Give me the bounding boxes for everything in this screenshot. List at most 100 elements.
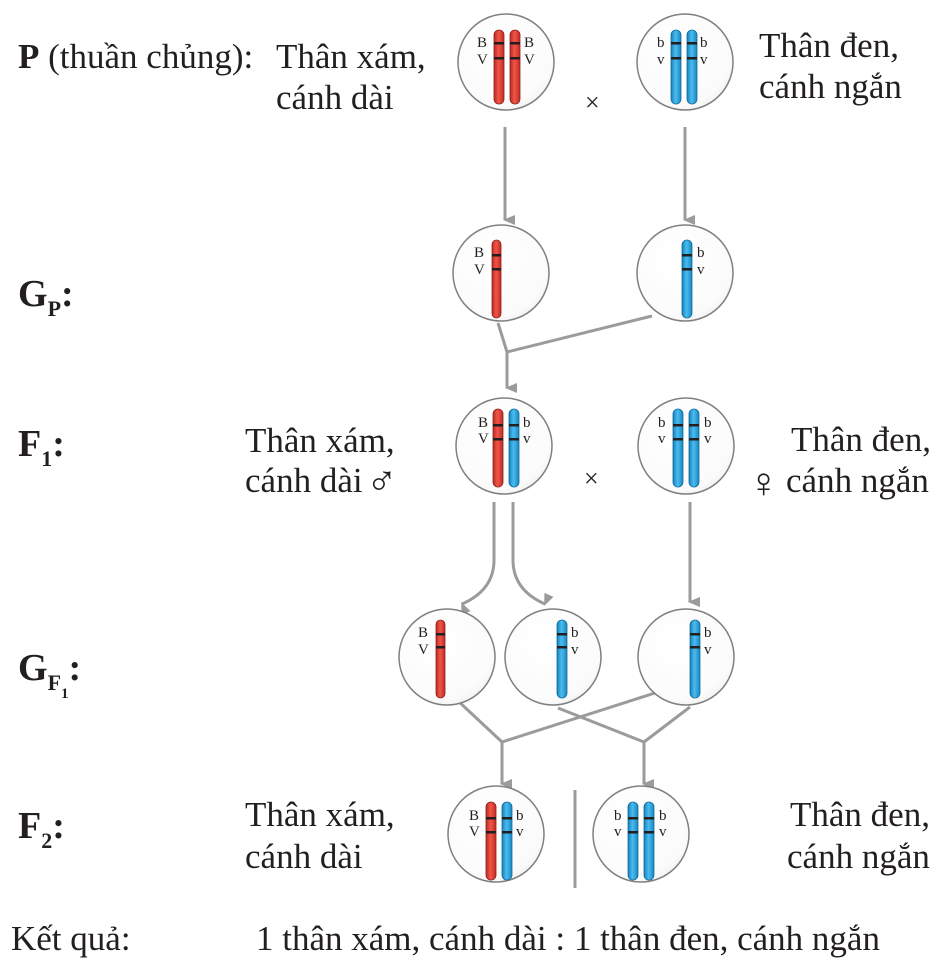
cell-circle <box>398 608 496 706</box>
chromosome-blue <box>681 239 693 319</box>
chromosome-red <box>493 29 505 105</box>
label-f2-colon: : <box>52 805 65 847</box>
cross-symbol-f1: × <box>584 464 599 493</box>
allele-V: V <box>418 642 429 658</box>
arrow-gf1-cross-a <box>455 698 504 744</box>
allele-v: v <box>516 824 524 840</box>
allele-V: V <box>524 52 535 68</box>
allele-V: V <box>469 824 480 840</box>
arrow-gf1-cross-c <box>557 706 645 744</box>
allele-v: v <box>704 642 712 658</box>
chromosome-blue <box>556 619 568 699</box>
f2-gray-long-line2: cánh dài <box>245 837 363 876</box>
label-f1-colon: : <box>52 423 65 465</box>
female-symbol-icon: ♀ <box>748 461 780 507</box>
allele-V: V <box>478 431 489 447</box>
allele-v: v <box>658 431 666 447</box>
allele-b: b <box>614 808 622 824</box>
cell-f2-homozygous-recessive: b v b v <box>592 785 690 883</box>
label-p: P (thuần chủng): <box>18 37 253 76</box>
allele-b: b <box>523 415 531 431</box>
allele-V: V <box>477 52 488 68</box>
cell-circle <box>455 397 553 495</box>
allele-b: b <box>700 35 708 51</box>
allele-v: v <box>659 824 667 840</box>
arrow-gp-right-join <box>506 314 653 354</box>
label-f1-main: F <box>18 423 41 465</box>
cell-f1-heterozygous-male: B V b v <box>455 397 553 495</box>
label-gf1-subsub: 1 <box>61 686 69 702</box>
arrow-f1-male-to-gamete-1 <box>461 502 496 616</box>
cell-p-homozygous-dominant: B V B V <box>457 13 555 111</box>
arrow-gp-left-join <box>496 322 509 353</box>
cell-gp-gamete-dominant: B V <box>452 224 550 322</box>
f2-black-vestigial-line2: cánh ngắn <box>787 837 930 876</box>
label-f1-sub: 1 <box>41 446 52 471</box>
male-symbol-icon: ♂ <box>366 459 398 505</box>
allele-V: V <box>474 262 485 278</box>
label-gp-colon: : <box>61 273 74 315</box>
allele-B: B <box>478 415 488 431</box>
chromosome-blue <box>672 408 684 488</box>
allele-b: b <box>704 415 712 431</box>
cross-symbol-p: × <box>585 88 600 117</box>
chromosome-blue <box>670 29 682 105</box>
cell-f2-heterozygous: B V b v <box>447 785 545 883</box>
f1-gray-long-line1: Thân xám, <box>245 421 395 460</box>
p-black-vestigial-line2: cánh ngắn <box>759 67 902 106</box>
f1-black-vestigial-line1: Thân đen, <box>791 420 931 459</box>
allele-B: B <box>474 245 484 261</box>
allele-v: v <box>704 431 712 447</box>
arrows <box>455 127 700 888</box>
f1-gray-long-line2: cánh dài <box>245 461 363 500</box>
chromosome-red <box>509 29 521 105</box>
chromosome-red <box>435 619 446 699</box>
allele-B: B <box>469 808 479 824</box>
cell-circle <box>457 13 555 111</box>
label-gf1-colon: : <box>69 647 82 689</box>
cell-circle <box>504 608 602 706</box>
label-f2-sub: 2 <box>41 828 52 853</box>
allele-v: v <box>614 824 622 840</box>
cell-circle <box>592 785 690 883</box>
label-gf1-main: G <box>18 647 48 689</box>
cell-gf1-gamete-recessive-male: b v <box>504 608 602 706</box>
chromosome-red <box>485 801 497 881</box>
allele-B: B <box>477 35 487 51</box>
label-f2-main: F <box>18 805 41 847</box>
chromosome-red <box>492 408 504 488</box>
allele-b: b <box>704 625 712 641</box>
label-p-rest: (thuần chủng): <box>39 37 253 76</box>
chromosome-blue <box>643 801 655 881</box>
result-text: 1 thân xám, cánh dài : 1 thân đen, cánh … <box>256 919 880 958</box>
f2-black-vestigial-line1: Thân đen, <box>790 795 930 834</box>
allele-B: B <box>524 35 534 51</box>
cell-p-homozygous-recessive: b v b v <box>636 13 734 111</box>
chromosome-blue <box>627 801 639 881</box>
arrow-gf1-cross-d <box>643 705 691 744</box>
allele-v: v <box>523 431 531 447</box>
allele-B: B <box>418 625 428 641</box>
allele-v: v <box>697 262 705 278</box>
allele-v: v <box>657 52 665 68</box>
label-gf1: GF1: <box>18 647 81 702</box>
arrow-f1-male-to-gamete-2 <box>511 502 554 606</box>
chromosome-blue <box>501 801 513 881</box>
p-gray-long-line2: cánh dài <box>276 78 394 117</box>
allele-b: b <box>516 808 524 824</box>
allele-b: b <box>658 415 666 431</box>
cell-circle <box>636 13 734 111</box>
f1-black-vestigial-line2: cánh ngắn <box>786 461 929 500</box>
label-p-bold: P <box>18 37 39 76</box>
f2-gray-long-line1: Thân xám, <box>245 795 395 834</box>
allele-v: v <box>571 642 579 658</box>
chromosome-blue <box>686 29 698 105</box>
chromosome-red <box>491 239 502 319</box>
cell-gp-gamete-recessive: b v <box>636 224 734 322</box>
cell-circle <box>637 397 735 495</box>
cell-f1-homozygous-recessive-female: b v b v <box>637 397 735 495</box>
allele-b: b <box>571 625 579 641</box>
label-f1: F1: <box>18 423 65 471</box>
label-f2: F2: <box>18 805 65 853</box>
